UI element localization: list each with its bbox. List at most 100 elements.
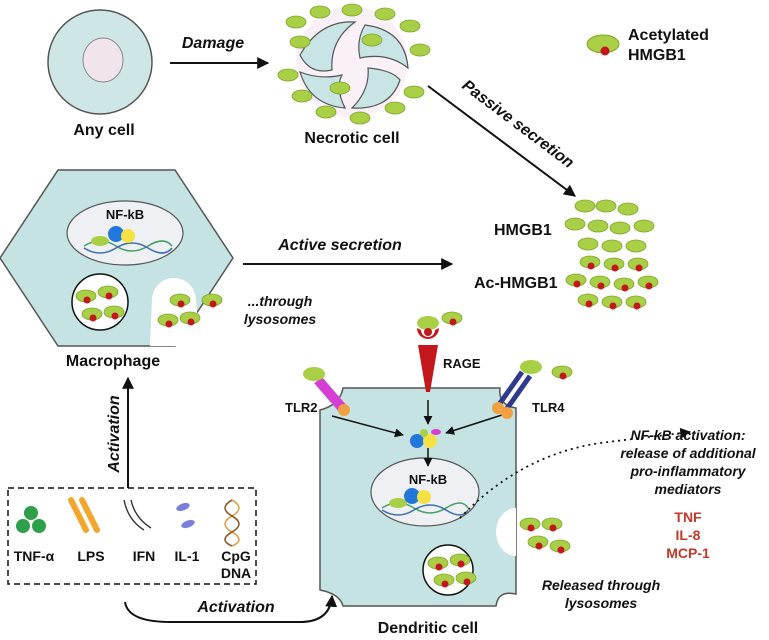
necrotic-cell bbox=[296, 6, 409, 118]
hmgb1-particle bbox=[633, 219, 655, 233]
hmgb1-particle bbox=[309, 5, 331, 19]
activation-vertical-label: Activation bbox=[106, 395, 123, 474]
hmgb1-particle bbox=[285, 15, 307, 29]
mediator-il8-label: IL-8 bbox=[676, 527, 701, 543]
dendritic-activation-arrow bbox=[124, 594, 338, 623]
ac-hmgb1-particle bbox=[637, 275, 659, 290]
ac-hmgb1-particle bbox=[169, 293, 191, 308]
hmgb1-particle bbox=[399, 19, 421, 33]
tlr4-label: TLR4 bbox=[532, 400, 565, 415]
released-through-line-1: Released through bbox=[542, 577, 660, 593]
nfkb-activation-line-4: mediators bbox=[655, 481, 722, 497]
hmgb1-particle bbox=[595, 199, 617, 213]
ac-hmgb1-particle bbox=[603, 257, 625, 272]
hmgb1-cluster bbox=[564, 199, 659, 310]
hmgb1-particle bbox=[291, 89, 313, 103]
tlr2-label: TLR2 bbox=[285, 400, 318, 415]
dendritic-cell-label: Dendritic cell bbox=[378, 620, 478, 637]
dendritic-lysosome-particles bbox=[427, 517, 571, 588]
mediator-tnf-label: TNF bbox=[674, 509, 702, 525]
ac-hmgb1-particle bbox=[97, 285, 119, 300]
through-lysosomes-line-1: ...through bbox=[248, 293, 313, 309]
hmgb1-particle bbox=[601, 239, 623, 253]
rage-receptor bbox=[417, 316, 439, 392]
ac-hmgb1-particle bbox=[613, 277, 635, 292]
passive-secretion-label: Passive secretion bbox=[459, 77, 577, 172]
macrophage-lysosome-particles bbox=[75, 285, 223, 328]
ac-hmgb1-particle bbox=[601, 295, 623, 310]
tnf-alpha-icon bbox=[16, 506, 46, 533]
hmgb1-particle bbox=[349, 111, 371, 125]
nfkb-activation-line-3: pro-inflammatory bbox=[629, 463, 746, 479]
hmgb1-particle bbox=[587, 219, 609, 233]
ac-hmgb1-particle bbox=[627, 257, 649, 272]
lps-icon bbox=[68, 497, 100, 533]
tlr4-receptor bbox=[492, 360, 542, 419]
nfkb-activation-line-1: NF-kB activation: bbox=[630, 427, 745, 443]
hmgb1-particle bbox=[409, 43, 431, 57]
hmgb1-label: HMGB1 bbox=[494, 222, 552, 239]
hmgb1-particle bbox=[403, 85, 425, 99]
ac-hmgb1-particle bbox=[551, 365, 573, 380]
hmgb1-particle bbox=[289, 35, 311, 49]
ac-hmgb1-particle bbox=[427, 556, 449, 571]
hmgb1-particle bbox=[374, 7, 396, 21]
ac-hmgb1-particle bbox=[157, 313, 179, 328]
hmgb1-particle bbox=[577, 237, 599, 251]
ac-hmgb1-particle bbox=[103, 305, 125, 320]
legend-label-line-1: Acetylated bbox=[628, 27, 709, 44]
tlr2-signal-arrow bbox=[331, 415, 404, 438]
hmgb1-particle bbox=[361, 33, 383, 47]
ac-hmgb1-particle bbox=[433, 573, 455, 588]
damage-label: Damage bbox=[182, 35, 244, 52]
cpg-dna-icon bbox=[224, 499, 240, 547]
stimulus-cpg-label: CpG bbox=[221, 548, 251, 564]
stimulus-dna-label: DNA bbox=[221, 565, 251, 581]
hmgb1-particle bbox=[329, 81, 351, 95]
ac-hmgb1-particle bbox=[519, 517, 541, 532]
hmgb1-particle bbox=[564, 217, 586, 231]
hmgb1-particle bbox=[277, 68, 299, 82]
ac-hmgb1-particle bbox=[577, 293, 599, 308]
any-cell-label: Any cell bbox=[73, 122, 134, 139]
hmgb1-particle bbox=[574, 199, 596, 213]
legend-label-line-2: HMGB1 bbox=[628, 47, 686, 64]
ac-hmgb1-particle bbox=[441, 311, 463, 326]
stimulus-tnf-alpha-label: TNF-α bbox=[14, 548, 55, 564]
stimulus-il1-label: IL-1 bbox=[175, 548, 200, 564]
hmgb1-particle bbox=[617, 202, 639, 216]
ac-hmgb1-particle bbox=[179, 311, 201, 326]
active-secretion-label: Active secretion bbox=[277, 237, 402, 254]
through-lysosomes-line-2: lysosomes bbox=[244, 311, 317, 327]
ac-hmgb1-particle bbox=[75, 289, 97, 304]
dendritic-cell bbox=[319, 387, 517, 607]
ac-hmgb1-particle bbox=[549, 539, 571, 554]
macrophage-nfkb-label: NF-kB bbox=[106, 207, 144, 222]
rage-label: RAGE bbox=[443, 356, 481, 371]
hmgb1-particle bbox=[384, 101, 406, 115]
ac-hmgb1-particle bbox=[541, 517, 563, 532]
ac-hmgb1-particle bbox=[579, 255, 601, 270]
mediator-mcp1-label: MCP-1 bbox=[666, 545, 710, 561]
hmgb1-particle bbox=[341, 3, 363, 17]
dendritic-nfkb-label: NF-kB bbox=[409, 472, 447, 487]
ac-hmgb1-particle bbox=[625, 295, 647, 310]
released-through-line-2: lysosomes bbox=[565, 595, 638, 611]
hmgb1-particle bbox=[315, 105, 337, 119]
activation-bottom-label: Activation bbox=[196, 599, 275, 616]
ac-hmgb1-label: Ac-HMGB1 bbox=[474, 275, 558, 292]
necrotic-cell-label: Necrotic cell bbox=[304, 130, 399, 147]
stimulus-lps-label: LPS bbox=[77, 548, 104, 564]
extracellular-hmgb1-particles bbox=[441, 311, 573, 380]
passive-secretion-arrow bbox=[427, 85, 576, 197]
ifn-icon bbox=[123, 499, 152, 531]
ac-hmgb1-particle bbox=[565, 273, 587, 288]
stimuli-box bbox=[7, 487, 257, 585]
ac-hmgb1-particle bbox=[527, 535, 549, 550]
tlr4-signal-arrow bbox=[445, 413, 506, 435]
macrophage-label: Macrophage bbox=[66, 353, 160, 370]
ac-hmgb1-particle bbox=[589, 275, 611, 290]
legend-acetylated-hmgb1-icon bbox=[586, 34, 620, 56]
ac-hmgb1-particle bbox=[455, 571, 477, 586]
